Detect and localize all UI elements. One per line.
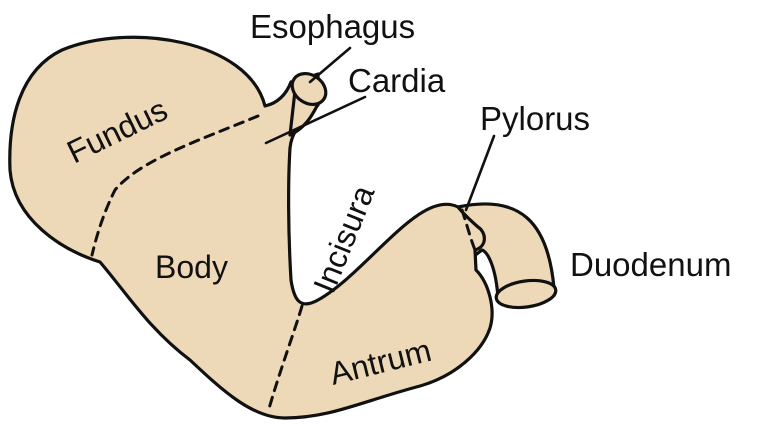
esophagus-label: Esophagus xyxy=(250,8,415,45)
body-label: Body xyxy=(155,249,228,285)
cardia-label: Cardia xyxy=(348,62,446,99)
duodenum-label: Duodenum xyxy=(570,246,731,283)
pylorus-leader xyxy=(466,136,494,210)
pylorus-label: Pylorus xyxy=(480,100,590,137)
esophagus-leader xyxy=(310,48,350,82)
